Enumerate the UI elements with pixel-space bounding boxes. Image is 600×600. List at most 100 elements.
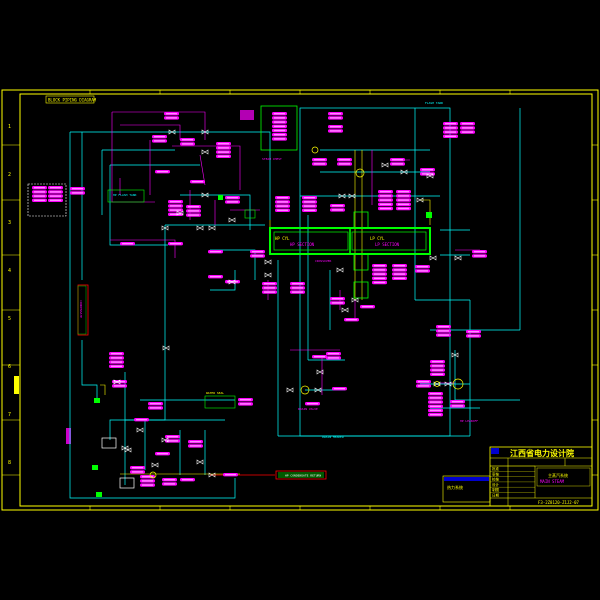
title-block-row-label: 校核 xyxy=(492,477,500,482)
title-block-row-label: 制图 xyxy=(492,487,500,492)
pipe-network xyxy=(69,107,521,499)
instrument-tag xyxy=(466,330,481,338)
svg-text:HP LEAKOFF: HP LEAKOFF xyxy=(460,419,478,423)
instrument-tag xyxy=(155,452,170,456)
svg-text:CONDENSATE: CONDENSATE xyxy=(79,300,83,318)
instrument-tag xyxy=(430,360,445,376)
valve-icon xyxy=(454,255,462,261)
svg-text:STEAM CHEST: STEAM CHEST xyxy=(262,157,282,161)
instrument-tag xyxy=(155,170,170,174)
instrument-tag xyxy=(305,402,320,406)
valve-icon xyxy=(208,225,216,231)
instrument-tag xyxy=(188,440,203,448)
svg-text:LP SECTION: LP SECTION xyxy=(375,242,400,247)
valve-station-box xyxy=(204,395,236,409)
valve-icon xyxy=(316,369,324,375)
border-row-number: 1 xyxy=(8,124,11,130)
valve-icon xyxy=(351,297,359,303)
instrument-tag xyxy=(344,318,359,322)
valve-icon xyxy=(433,381,441,387)
svg-text:江西省电力设计院: 江西省电力设计院 xyxy=(510,448,574,458)
instrument-tag xyxy=(134,418,149,422)
instrument-tag xyxy=(460,122,475,134)
svg-text:HP CONDENSATE RETURN: HP CONDENSATE RETURN xyxy=(285,474,321,478)
instrument-tag xyxy=(250,250,265,258)
svg-text:热力系统: 热力系统 xyxy=(447,484,463,490)
valve-icon xyxy=(381,162,389,168)
svg-text:MAIN STEAM: MAIN STEAM xyxy=(540,479,565,484)
lp-turbine-inner xyxy=(351,231,427,251)
border-row-number: 6 xyxy=(8,364,11,370)
valve-icon xyxy=(208,472,216,478)
instrument-tag xyxy=(326,352,341,360)
svg-text:CROSSOVER: CROSSOVER xyxy=(315,259,331,263)
instrument-tag xyxy=(180,138,195,146)
valve-icon xyxy=(176,210,184,216)
instrument-tag xyxy=(330,204,345,212)
valve-icon xyxy=(168,129,176,135)
svg-text:HP SECTION: HP SECTION xyxy=(290,242,315,247)
instrument-tag xyxy=(312,355,327,359)
svg-text:DRAIN VALVE: DRAIN VALVE xyxy=(298,407,318,411)
instrument-tag xyxy=(472,250,487,258)
valve-icon xyxy=(348,193,356,199)
instrument-tag xyxy=(120,242,135,246)
instrument-tag xyxy=(109,352,124,368)
inner-frame xyxy=(19,93,593,507)
svg-text:LP CYL: LP CYL xyxy=(370,236,385,241)
turbine-center-box-2 xyxy=(353,253,369,271)
corner-tag-box xyxy=(45,95,95,104)
border-row-number: 3 xyxy=(8,220,11,226)
instrument-tag xyxy=(330,297,345,305)
instrument-tag xyxy=(32,186,47,202)
instrument-tag xyxy=(415,265,430,273)
border-row-number: 2 xyxy=(8,172,11,178)
instrument-tag xyxy=(272,112,287,141)
instrument-tag xyxy=(396,190,411,211)
turbine-equipment: HP CYL HP SECTION LP CYL LP SECTION xyxy=(107,105,431,409)
instrument-tag xyxy=(372,264,387,285)
svg-text:F3-2Z8120-Z1J2-07: F3-2Z8120-Z1J2-07 xyxy=(538,500,580,505)
instrument-tag xyxy=(223,473,238,477)
valve-icon xyxy=(161,225,169,231)
instrument-tag xyxy=(262,282,277,294)
title-block-row-label: 批准 xyxy=(492,466,500,471)
instrument-tag xyxy=(190,180,205,184)
instrument-tag xyxy=(70,187,85,195)
valve-icon xyxy=(136,427,144,433)
left-pink-marker xyxy=(66,428,71,444)
instrument-tag xyxy=(392,264,407,280)
svg-text:WATER SEAL: WATER SEAL xyxy=(206,391,224,395)
valve-icon xyxy=(196,459,204,465)
instrument-tag xyxy=(216,142,231,158)
svg-text:HP FLASH TANK: HP FLASH TANK xyxy=(113,193,137,197)
valve-icon xyxy=(338,193,346,199)
title-block: 热力系统 江西省电力设计院 主蒸汽系统 MAIN STEAM F3-2Z8120… xyxy=(442,446,593,507)
instrument-tag xyxy=(165,435,180,443)
instrument-tag xyxy=(450,400,465,408)
instrument-tag xyxy=(302,196,317,212)
instrument-tag xyxy=(420,168,435,176)
valve-icon xyxy=(429,255,437,261)
instrument-tag xyxy=(164,112,179,120)
valve-icon xyxy=(151,462,159,468)
instrument-tag xyxy=(208,275,223,279)
svg-text:FLASH TANK: FLASH TANK xyxy=(425,101,443,105)
valve-icon xyxy=(113,379,121,385)
hp-turbine-inner xyxy=(273,231,349,251)
valve-icon xyxy=(426,173,434,179)
border-row-number: 8 xyxy=(8,460,11,466)
valve-icon xyxy=(124,447,132,453)
valve-icon xyxy=(161,437,169,443)
instrument-tag-blocks xyxy=(32,112,487,487)
instrument-tag xyxy=(208,250,223,254)
border-row-number: 7 xyxy=(8,412,11,418)
svg-text:主蒸汽系统: 主蒸汽系统 xyxy=(548,472,568,478)
instrument-tag xyxy=(148,402,163,410)
instrument-tag xyxy=(443,122,458,138)
title-block-row-label: 日期 xyxy=(492,493,500,498)
svg-text:HP CYL: HP CYL xyxy=(275,236,290,241)
valve-icon xyxy=(201,192,209,198)
